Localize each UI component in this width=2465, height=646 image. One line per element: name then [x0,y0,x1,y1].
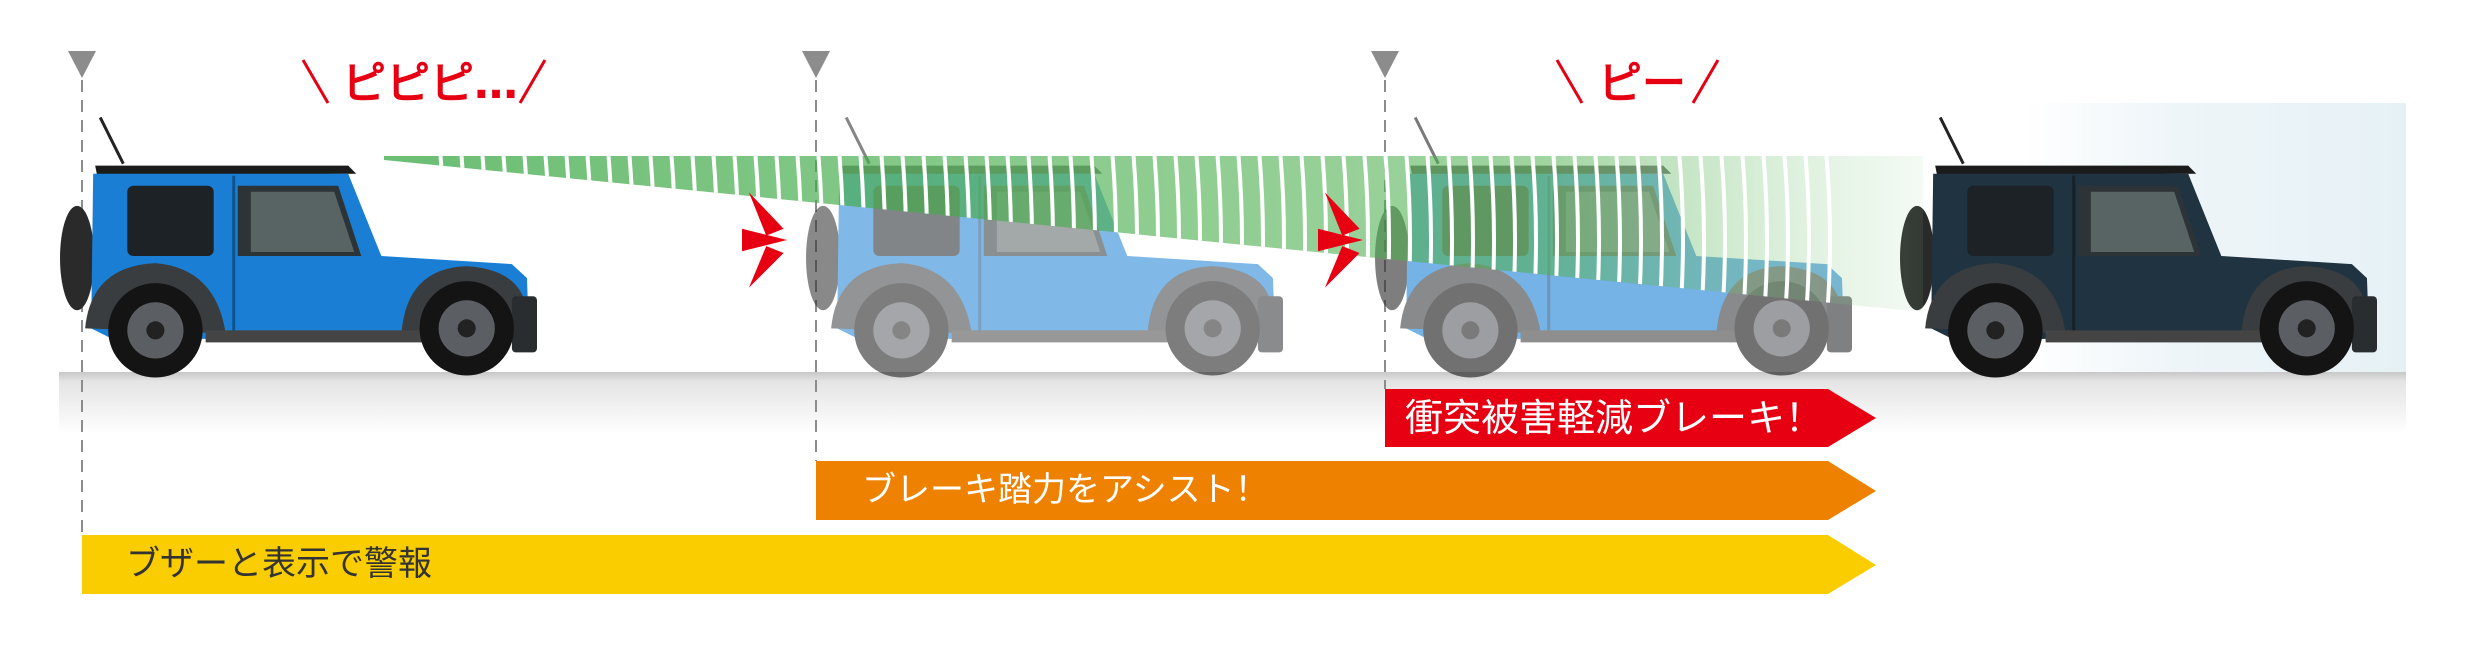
alert-burst-icon [742,192,788,288]
sound-tick-left [301,59,330,104]
sound-warning-beep [301,59,547,104]
radar-wave-arc [732,156,740,312]
sound-tick-right [518,59,547,104]
radar-wave-arc [690,156,698,312]
brake-beep-text: ピー [1598,58,1686,109]
marker-triangle-icon [68,51,96,78]
stage-bar-auto-brake [1385,389,1876,447]
sound-brake-beep [1555,59,1720,104]
stage-bar-warning [82,535,1876,594]
radar-wave-arc [543,156,551,312]
radar-wave-arc [606,156,614,312]
radar-wave-arc [564,156,572,312]
radar-beam-area [384,156,1923,312]
stage-label-auto-brake: 衝突被害軽減ブレーキ！ [1405,396,1824,440]
marker-triangle-icon [802,51,830,78]
stage-label-warning: ブザーと表示で警報 [126,544,432,584]
marker-triangle-icon [1371,51,1399,78]
warning-beep-text: ピピピ… [342,58,518,109]
radar-wave-arc [648,156,656,312]
sound-tick-left [1555,59,1584,104]
radar-wave-arc [585,156,593,312]
radar-wave-arc [669,156,677,312]
sound-tick-right [1691,59,1720,104]
radar-wave-arc [711,156,719,312]
road-surface [59,372,2406,434]
radar-wave-arc [627,156,635,312]
stage-bar-brake-assist [816,461,1876,520]
stage-label-brake-assist: ブレーキ踏力をアシスト！ [862,470,1269,510]
radar-wave-arc [795,156,803,312]
